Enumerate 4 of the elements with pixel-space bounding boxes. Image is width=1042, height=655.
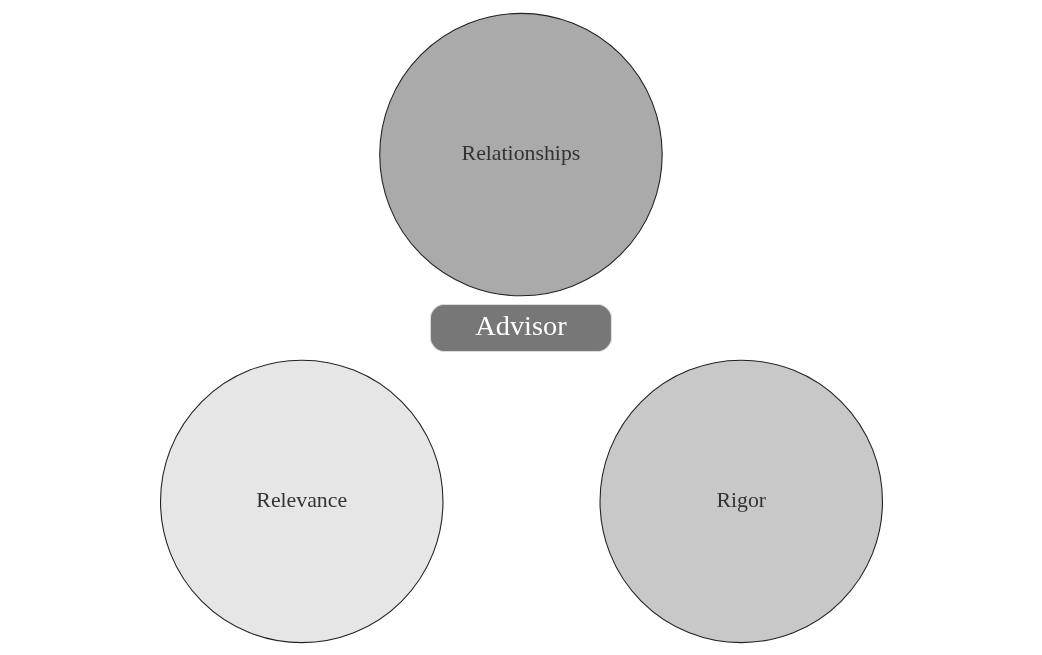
node-box: Advisor [429,303,612,352]
node-circle: Rigor [598,359,883,643]
node-circle: Relevance [159,359,444,643]
node-circle: Relationships [378,12,663,296]
